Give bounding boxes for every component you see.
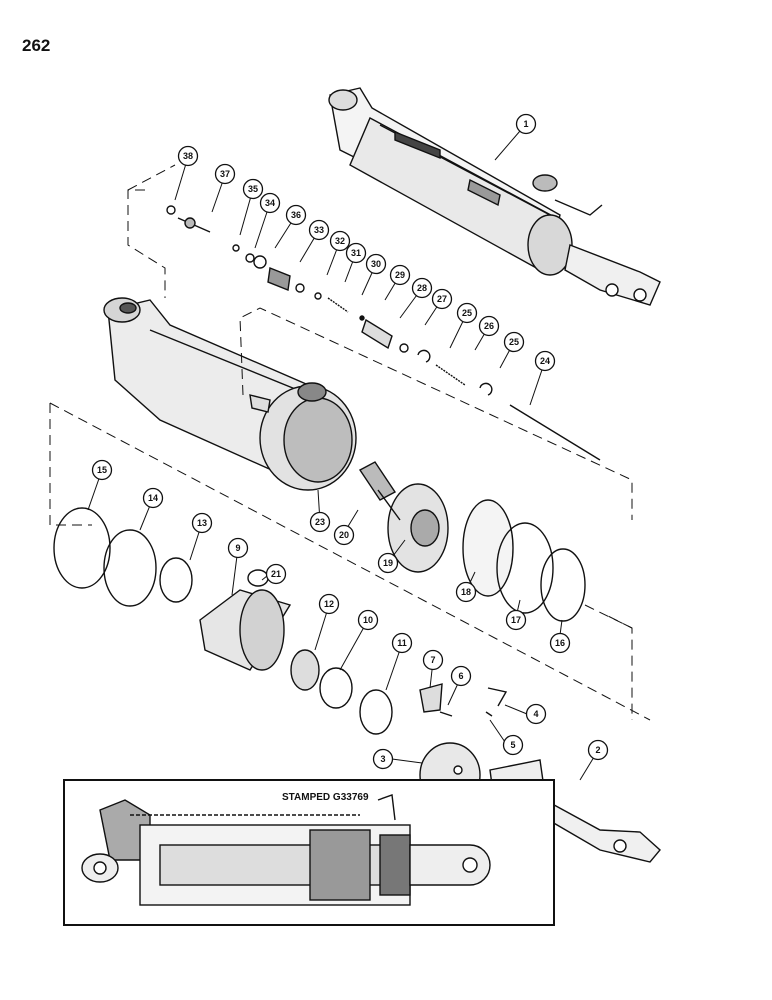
seal-parts (53, 461, 586, 735)
svg-text:11: 11 (397, 638, 407, 648)
callout-34: 34 (259, 192, 281, 214)
callout-15: 15 (91, 459, 113, 481)
valve-small-parts (166, 205, 601, 461)
svg-text:25: 25 (462, 308, 472, 318)
callout-23: 23 (309, 511, 331, 533)
assembly-guide-lines (49, 164, 651, 721)
svg-text:31: 31 (351, 248, 361, 258)
svg-text:32: 32 (335, 236, 345, 246)
svg-text:25: 25 (509, 337, 519, 347)
callout-12: 12 (318, 593, 340, 615)
callout-7: 7 (422, 649, 444, 671)
callout-38: 38 (177, 145, 199, 167)
callout-11: 11 (391, 632, 413, 654)
svg-text:16: 16 (555, 638, 565, 648)
cylinder-barrel-drawing (103, 297, 357, 491)
svg-text:35: 35 (248, 184, 258, 194)
svg-text:36: 36 (291, 210, 301, 220)
callout-6: 6 (450, 665, 472, 687)
svg-text:5: 5 (510, 740, 515, 750)
callout-35: 35 (242, 178, 264, 200)
callout-32: 32 (329, 230, 351, 252)
svg-text:14: 14 (148, 493, 158, 503)
svg-text:12: 12 (324, 599, 334, 609)
callout-4: 4 (525, 703, 547, 725)
inset-stamp-label: STAMPED G33769 (282, 792, 369, 803)
callout-30: 30 (365, 253, 387, 275)
svg-text:21: 21 (271, 569, 281, 579)
callout-13: 13 (191, 512, 213, 534)
callout-20: 20 (333, 524, 355, 546)
callout-25a: 25 (456, 302, 478, 324)
svg-text:37: 37 (220, 169, 230, 179)
callout-3: 3 (372, 748, 394, 770)
assembled-cylinder-drawing (328, 87, 661, 306)
callout-31: 31 (345, 242, 367, 264)
svg-text:17: 17 (511, 615, 521, 625)
svg-text:28: 28 (417, 283, 427, 293)
callout-10: 10 (357, 609, 379, 631)
callout-29: 29 (389, 264, 411, 286)
callout-28: 28 (411, 277, 433, 299)
svg-text:23: 23 (315, 517, 325, 527)
callout-24: 24 (534, 350, 556, 372)
svg-text:19: 19 (383, 558, 393, 568)
callout-25b: 25 (503, 331, 525, 353)
callout-17: 17 (505, 609, 527, 631)
page-number: 262 (22, 36, 51, 55)
svg-text:34: 34 (265, 198, 275, 208)
callout-37: 37 (214, 163, 236, 185)
callout-1: 1 (515, 113, 537, 135)
callout-14: 14 (142, 487, 164, 509)
callout-36: 36 (285, 204, 307, 226)
svg-text:7: 7 (430, 655, 435, 665)
callout-9: 9 (227, 537, 249, 559)
svg-text:24: 24 (540, 356, 550, 366)
svg-text:3: 3 (380, 754, 385, 764)
svg-text:10: 10 (363, 615, 373, 625)
svg-text:6: 6 (458, 671, 463, 681)
svg-text:4: 4 (533, 709, 538, 719)
cross-section-inset (63, 779, 555, 926)
svg-text:2: 2 (595, 745, 600, 755)
callout-16: 16 (549, 632, 571, 654)
svg-text:1: 1 (523, 119, 528, 129)
callout-5: 5 (502, 734, 524, 756)
svg-text:15: 15 (97, 465, 107, 475)
callout-33: 33 (308, 219, 330, 241)
svg-text:13: 13 (197, 518, 207, 528)
callout-2: 2 (587, 739, 609, 761)
svg-text:30: 30 (371, 259, 381, 269)
callout-19: 19 (377, 552, 399, 574)
svg-text:18: 18 (461, 587, 471, 597)
callout-26: 26 (478, 315, 500, 337)
svg-text:9: 9 (235, 543, 240, 553)
svg-text:29: 29 (395, 270, 405, 280)
svg-text:33: 33 (314, 225, 324, 235)
callout-21: 21 (265, 563, 287, 585)
callout-27: 27 (431, 288, 453, 310)
svg-text:27: 27 (437, 294, 447, 304)
svg-text:26: 26 (484, 321, 494, 331)
svg-text:20: 20 (339, 530, 349, 540)
callout-18: 18 (455, 581, 477, 603)
svg-text:38: 38 (183, 151, 193, 161)
